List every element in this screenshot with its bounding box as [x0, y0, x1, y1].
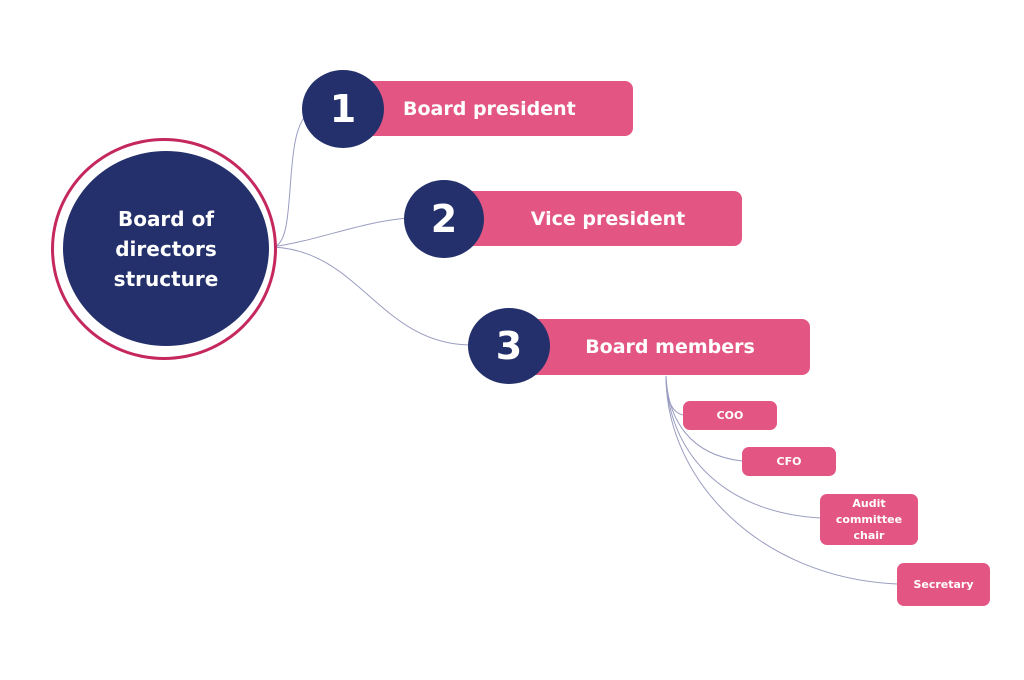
connector-members-to-cfo	[665, 375, 743, 462]
connector-root-to-vice-president	[271, 217, 409, 248]
branch-board-members-label: Board members	[585, 336, 755, 358]
connector-root-to-board-members	[271, 246, 473, 346]
branch-1-number-badge: 1	[302, 70, 384, 148]
branch-vice-president-label: Vice president	[530, 207, 686, 230]
branch-2-number-badge: 2	[404, 180, 484, 258]
sub-branch-cfo: CFO	[742, 447, 836, 476]
connector-root-to-president	[271, 111, 311, 248]
root-node: Board of directors structure	[63, 151, 269, 346]
sub-branch-secretary: Secretary	[897, 563, 990, 606]
root-node-label: Board of directors structure	[113, 206, 219, 291]
branch-vice-president: Vice president	[444, 191, 742, 246]
branch-board-members: Board members	[510, 319, 810, 375]
connector-members-to-secretary	[665, 375, 898, 585]
branch-3-number-badge: 3	[468, 308, 550, 384]
branch-board-president-label: Board president	[403, 97, 576, 120]
sub-branch-audit-committee-chair: Audit committee chair	[820, 494, 918, 545]
branch-board-president: Board president	[343, 81, 633, 136]
connector-members-to-audit-chair	[665, 375, 821, 519]
sub-branch-coo: COO	[683, 401, 777, 430]
